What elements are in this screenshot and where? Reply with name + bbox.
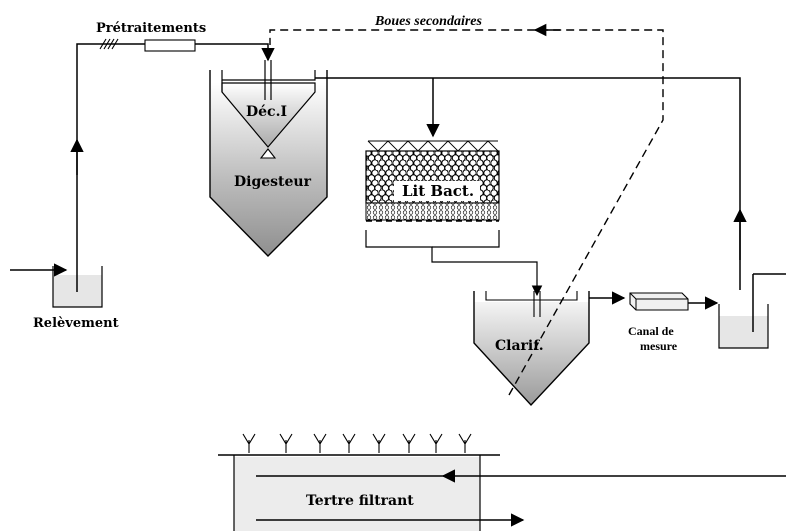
canal-label-line1: Canal de	[628, 324, 674, 338]
rising-main-pipe	[76, 43, 145, 292]
pretreatment-outlet-pipe	[195, 43, 275, 62]
pretraitements-box	[144, 39, 196, 52]
tertre-label: Tertre filtrant	[306, 493, 414, 509]
pretraitements-label: Prétraitements	[96, 21, 206, 36]
tertre-filtrant	[218, 433, 500, 531]
clarif-label: Clarif.	[495, 338, 544, 354]
pipe-hatch-marks	[99, 38, 119, 50]
boues-secondaires-label: Boues secondaires	[374, 14, 483, 29]
digesteur-label: Digesteur	[234, 174, 312, 190]
lit-bacterien	[365, 140, 543, 297]
digesteur-tank	[209, 60, 328, 257]
canal-de-mesure	[629, 292, 689, 311]
pumping-tank	[718, 273, 786, 349]
clarif-tank	[473, 291, 590, 407]
canal-label-line2: mesure	[640, 339, 678, 353]
lit-bact-label: Lit Bact.	[402, 182, 474, 200]
sludge-return-line	[269, 29, 664, 396]
dec-i-label: Déc.I	[246, 104, 287, 120]
relevement-label: Relèvement	[33, 316, 119, 331]
